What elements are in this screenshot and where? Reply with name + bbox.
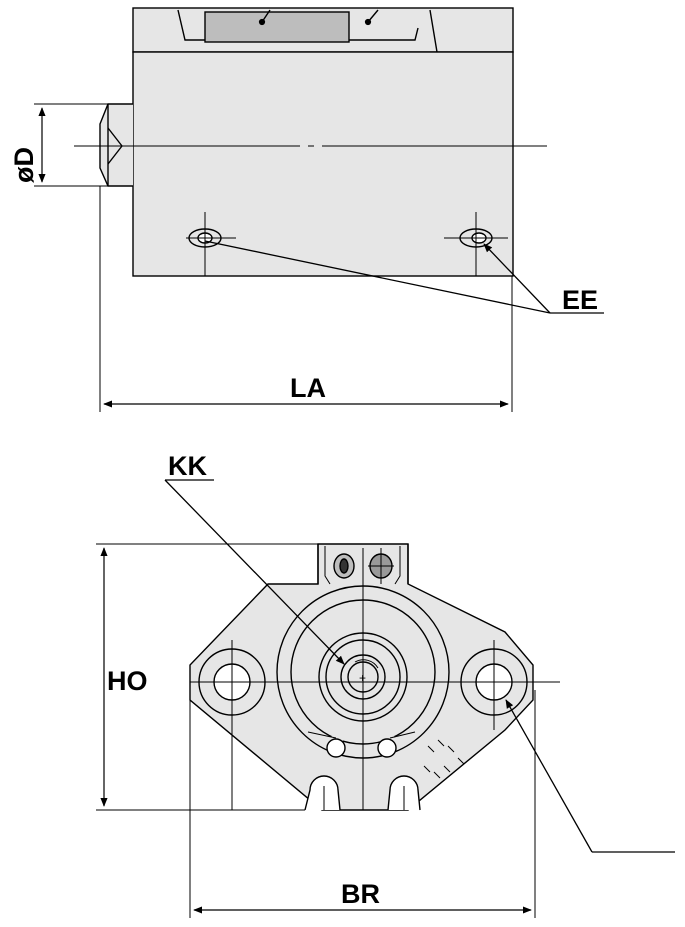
slot-insert [204, 11, 350, 43]
bottom-notch-left [304, 775, 341, 811]
tab-edges [317, 544, 409, 584]
tab-hole-left-core [339, 558, 349, 574]
label-ho: HO [107, 666, 148, 696]
ee-leader-left [204, 240, 551, 314]
slot-edge-left [177, 9, 205, 41]
rod-end [99, 103, 133, 187]
kk-leader [164, 479, 345, 665]
tab-inner [324, 546, 401, 585]
slot-edge-right [349, 27, 419, 41]
small-hole-right [377, 738, 397, 758]
small-hole-left [326, 738, 346, 758]
port-right [444, 212, 508, 276]
slot-leader-1 [261, 9, 271, 23]
port-left [186, 212, 236, 276]
label-diameter: øD [9, 147, 39, 183]
label-la: LA [290, 373, 326, 403]
label-ee: EE [562, 285, 598, 315]
label-br: BR [341, 879, 380, 909]
rod-cross-1 [107, 127, 123, 147]
front-view: + [96, 479, 675, 918]
slot-leader-2 [367, 9, 379, 23]
cylinder-body [132, 51, 514, 277]
label-kk: KK [168, 451, 207, 481]
hatch-marks [423, 739, 465, 779]
top-view [34, 7, 604, 412]
boss-lower-edges [307, 731, 416, 739]
slot-edge-far [429, 9, 438, 53]
ee-leader-right [483, 243, 551, 314]
thread-arc [354, 659, 379, 669]
rod-cross-2 [107, 145, 123, 165]
hole-leader [505, 699, 593, 853]
